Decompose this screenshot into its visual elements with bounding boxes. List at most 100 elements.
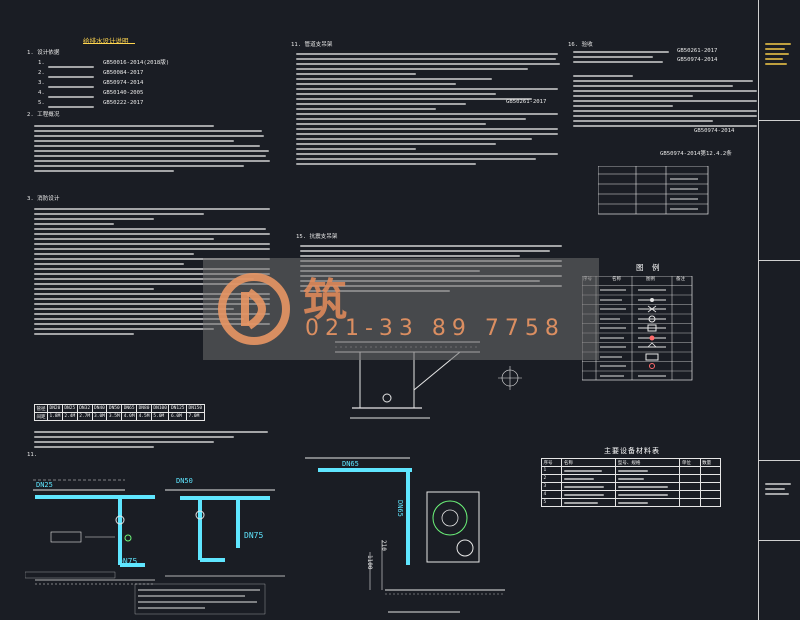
section-heading-1: 1. 设计依据	[27, 50, 60, 56]
mid-section-15: 15. 抗震支吊架	[296, 234, 338, 240]
sprinkler-pipe-detail-drawing	[25, 479, 285, 615]
legend-name-text	[600, 289, 626, 377]
table-cell: DN125	[168, 404, 187, 413]
right-standard-1: GB50261-2017	[677, 48, 718, 54]
watermark-phone: 021-33 89 7758	[305, 316, 565, 341]
extinguisher-symbol	[456, 539, 474, 557]
title-block-entries	[765, 40, 791, 67]
standard-1-code: GB50016-2014(2018版)	[103, 60, 170, 66]
mid-standard-ref: GB50261-2017	[506, 99, 547, 105]
standard-4-text	[48, 93, 94, 100]
legend-symbols	[638, 289, 666, 377]
table-cell: 管径	[34, 404, 48, 413]
standard-2-text	[48, 73, 94, 80]
table-cell: 3.0M	[91, 412, 108, 421]
table-row: 4	[540, 490, 722, 499]
table-cell	[699, 466, 722, 475]
table-cell: 单位	[679, 458, 701, 467]
table-cell	[699, 490, 722, 499]
table-cell	[679, 498, 701, 507]
dn50-label: DN50	[176, 477, 193, 485]
table-cell: DN40	[91, 404, 108, 413]
mid-column-text	[296, 50, 561, 167]
note-box-2	[134, 583, 266, 615]
table-cell	[561, 490, 617, 499]
table-cell	[561, 482, 617, 491]
table-cell: 4	[540, 490, 563, 499]
table-cell	[679, 490, 701, 499]
table-cell: DN20	[47, 404, 63, 413]
table-cell	[615, 498, 681, 507]
table-cell: DN100	[150, 404, 170, 413]
table-cell: 1.8M	[47, 412, 63, 421]
watermark-brand: 筑	[303, 275, 365, 326]
standard-3-no: 3.	[38, 80, 45, 86]
table-cell	[679, 482, 701, 491]
table-cell: DN32	[76, 404, 93, 413]
valve-symbol	[115, 515, 125, 525]
watermark-logo	[218, 273, 290, 345]
table-cell	[699, 498, 722, 507]
standard-3-code: GB50974-2014	[103, 80, 144, 86]
title-block-cells	[759, 0, 800, 620]
standard-2-no: 2.	[38, 70, 45, 76]
materials-header-row: 序号 名称 型号、规格 单位 数量	[540, 458, 722, 467]
standard-4-no: 4.	[38, 90, 45, 96]
table-cell	[615, 474, 681, 483]
table-cell: DN65	[121, 404, 138, 413]
pump-detail-drawing	[305, 457, 505, 613]
standard-5-no: 5.	[38, 100, 45, 106]
table-cell: DN50	[106, 404, 123, 413]
dn25-label: DN25	[36, 481, 53, 489]
table-cell	[615, 482, 681, 491]
table-row: 3	[540, 482, 722, 491]
table-cell	[615, 466, 681, 475]
right-standard-long: GB50974-2014	[694, 128, 735, 134]
table-cell: 间距	[34, 412, 48, 421]
project-overview-text	[34, 122, 270, 174]
section-heading-2: 2. 工程概况	[27, 112, 60, 118]
standard-1-text	[48, 63, 94, 70]
table-cell: 型号、规格	[615, 458, 681, 467]
table-cell: 数量	[699, 458, 722, 467]
watermark-banner: 筑 021-33 89 7758	[203, 258, 599, 360]
standard-3-text	[48, 83, 94, 90]
mid-section-heading: 11. 管道支吊架	[291, 42, 333, 48]
table-cell: 1	[540, 466, 563, 475]
legend-header-name: 名称	[612, 277, 621, 282]
legend-title: 图 例	[636, 263, 662, 272]
table-cell: 2.7M	[76, 412, 93, 421]
pipe-spacing-header-row: 管径 DN20 DN25 DN32 DN40 DN50 DN65 DN80 DN…	[34, 404, 205, 413]
standard-2-code: GB50084-2017	[103, 70, 144, 76]
legend-table	[582, 276, 693, 381]
dn65-label: DN65	[342, 460, 359, 468]
table-cell	[699, 474, 722, 483]
table-row: 1	[540, 466, 722, 475]
hose-reel-core	[441, 509, 459, 527]
title-underline	[83, 43, 135, 44]
table-row: 2	[540, 474, 722, 483]
table-cell: 序号	[540, 458, 563, 467]
pipe-spacing-table: 管径 DN20 DN25 DN32 DN40 DN50 DN65 DN80 DN…	[34, 404, 205, 421]
table-cell: DN25	[61, 404, 78, 413]
table-cell: 4.5M	[136, 412, 152, 421]
drawing-title: 给排水设计说明	[83, 37, 129, 45]
dim-1100: 1100	[366, 555, 373, 570]
table-cell: 6.0M	[168, 412, 187, 421]
right-column-text	[573, 72, 758, 129]
note-box	[25, 571, 116, 579]
standard-5-code: GB50222-2017	[103, 100, 144, 106]
pipe-section	[382, 393, 392, 403]
annotation-box	[50, 531, 82, 543]
table-cell: 2	[540, 474, 563, 483]
dim-210: 210	[380, 540, 387, 551]
right-standard-long-2: GB50974-2014第12.4.2条	[660, 151, 732, 157]
materials-title: 主要设备材料表	[604, 447, 660, 455]
table-cell: 5	[540, 498, 563, 507]
gauge-symbol	[124, 534, 132, 542]
legend-header-note: 备注	[676, 277, 685, 282]
table-cell	[679, 474, 701, 483]
table-cell	[561, 498, 617, 507]
table-cell	[615, 490, 681, 499]
